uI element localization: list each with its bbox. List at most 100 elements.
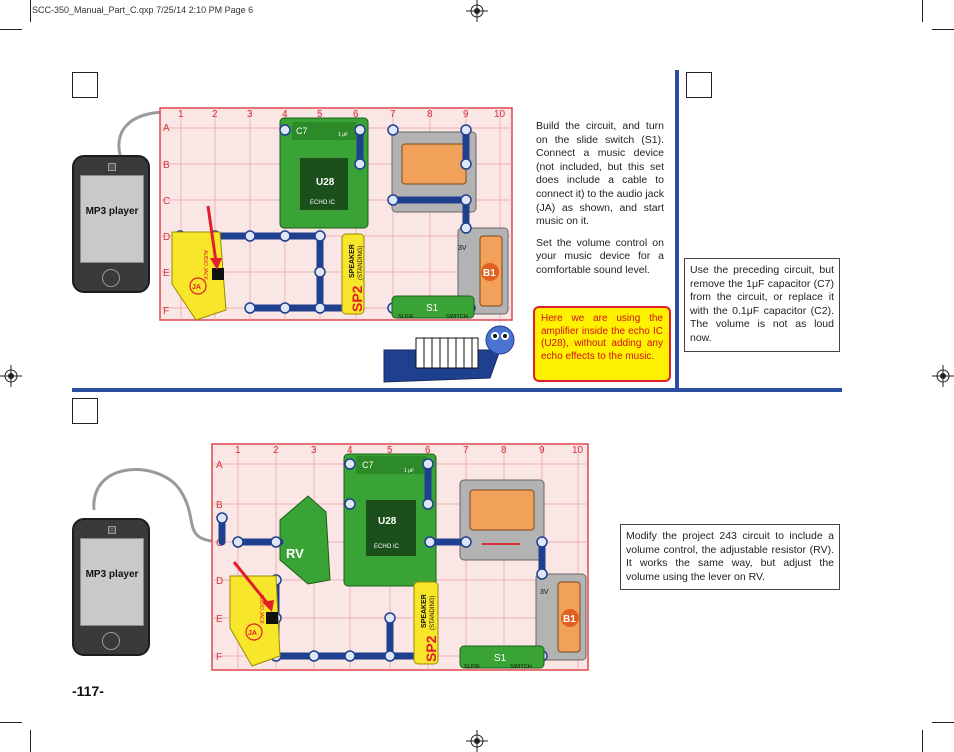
battery-holder <box>459 479 545 561</box>
svg-text:SP2: SP2 <box>423 635 439 662</box>
svg-text:B: B <box>216 500 223 511</box>
phone-speaker <box>108 163 116 171</box>
svg-text:U28: U28 <box>378 516 397 527</box>
svg-text:1: 1 <box>178 109 184 120</box>
echo-ic-u28: U28 ECHO IC C7 1 μF <box>343 453 437 587</box>
svg-text:3: 3 <box>311 445 317 456</box>
phone-home-button <box>102 269 120 287</box>
project-number-box <box>72 398 98 424</box>
crop-mark <box>0 722 22 723</box>
crop-mark <box>30 730 31 752</box>
section-divider <box>72 388 842 392</box>
svg-text:4: 4 <box>282 109 288 120</box>
svg-text:SWITCH: SWITCH <box>446 314 468 320</box>
svg-text:D: D <box>216 576 223 587</box>
echo-ic-u28: U28 ECHO IC C7 1 μF <box>279 117 369 229</box>
bottom-instructions: Modify the project 243 circuit to includ… <box>620 524 840 591</box>
speaker-sp2: SP2 SPEAKER (STANDING) <box>341 233 365 315</box>
crop-mark <box>932 722 954 723</box>
mp3-player-label: MP3 player <box>85 206 139 217</box>
svg-text:AUDIO JACK: AUDIO JACK <box>202 250 208 281</box>
svg-text:5: 5 <box>317 109 323 120</box>
phone-speaker <box>108 526 116 534</box>
svg-text:1 μF: 1 μF <box>338 132 348 138</box>
svg-text:F: F <box>216 652 222 663</box>
svg-text:E: E <box>216 614 223 625</box>
project-number-box <box>686 72 712 98</box>
svg-text:SPEAKER: SPEAKER <box>349 244 356 278</box>
svg-text:8: 8 <box>427 109 433 120</box>
svg-text:B1: B1 <box>483 268 496 279</box>
page-number: -117- <box>72 683 104 699</box>
svg-text:9: 9 <box>539 445 545 456</box>
svg-text:SLIDE: SLIDE <box>398 314 414 320</box>
file-slug: SCC-350_Manual_Part_C.qxp 7/25/14 2:10 P… <box>32 5 254 15</box>
svg-text:JA: JA <box>248 630 257 637</box>
svg-text:SPEAKER: SPEAKER <box>421 594 428 628</box>
battery-b1: B1 3V <box>457 227 509 315</box>
registration-mark-icon <box>0 365 22 387</box>
mascot-icon <box>485 325 515 355</box>
svg-text:10: 10 <box>572 445 584 456</box>
svg-text:SP2: SP2 <box>349 285 365 312</box>
svg-text:RV: RV <box>286 546 304 561</box>
svg-text:10: 10 <box>494 109 506 120</box>
svg-text:9: 9 <box>463 109 469 120</box>
slide-switch-s1: S1 SLIDE SWITCH <box>459 645 545 670</box>
svg-text:SLIDE: SLIDE <box>464 664 480 670</box>
crop-mark <box>922 0 923 22</box>
svg-text:(STANDING): (STANDING) <box>430 595 436 630</box>
audio-jack-ja: JA AUDIO JACK <box>229 575 281 667</box>
slide-switch-s1: S1 SLIDE SWITCH <box>391 295 475 320</box>
mp3-player: MP3 player <box>72 518 150 656</box>
svg-text:S1: S1 <box>494 653 507 664</box>
phone-home-button <box>102 632 120 650</box>
echo-note: Here we are using the amplifier inside t… <box>533 306 671 382</box>
svg-text:F: F <box>163 306 169 317</box>
instructions-paragraph: Build the circuit, and turn on the slide… <box>536 120 664 228</box>
phone-screen: MP3 player <box>80 175 144 263</box>
registration-mark-icon <box>466 730 488 752</box>
svg-text:2: 2 <box>273 445 279 456</box>
svg-text:3: 3 <box>247 109 253 120</box>
project-number-box <box>72 72 98 98</box>
svg-text:ECHO IC: ECHO IC <box>310 200 336 206</box>
svg-text:C: C <box>163 196 170 207</box>
adjustable-resistor-rv: RV <box>279 495 331 585</box>
svg-text:B: B <box>163 160 170 171</box>
svg-text:B1: B1 <box>563 614 576 625</box>
crop-mark <box>932 29 954 30</box>
crop-mark <box>30 0 31 22</box>
svg-text:6: 6 <box>425 445 431 456</box>
registration-mark-icon <box>932 365 954 387</box>
crop-mark <box>922 730 923 752</box>
svg-text:6: 6 <box>353 109 359 120</box>
svg-text:A: A <box>163 123 170 134</box>
svg-text:C7: C7 <box>362 460 374 470</box>
instructions-paragraph: Set the volume control on your music dev… <box>536 236 664 276</box>
right-instructions: Use the preceding circuit, but remove th… <box>684 258 840 352</box>
svg-text:U28: U28 <box>316 177 335 188</box>
svg-text:4: 4 <box>347 445 353 456</box>
arrow-icon <box>232 561 274 612</box>
svg-text:C7: C7 <box>296 126 308 136</box>
svg-text:1 μF: 1 μF <box>404 468 414 474</box>
crop-mark <box>0 29 22 30</box>
piano-keyboard-icon <box>383 337 501 383</box>
svg-text:7: 7 <box>390 109 396 120</box>
battery-b1: B1 3V <box>535 573 587 661</box>
column-divider <box>675 70 679 390</box>
svg-text:7: 7 <box>463 445 469 456</box>
audio-cable <box>92 468 232 544</box>
svg-text:E: E <box>163 268 170 279</box>
svg-text:2: 2 <box>212 109 218 120</box>
svg-text:AUDIO JACK: AUDIO JACK <box>258 594 264 625</box>
svg-text:8: 8 <box>501 445 507 456</box>
speaker-sp2: SP2 SPEAKER (STANDING) <box>413 581 439 665</box>
top-instructions: Build the circuit, and turn on the slide… <box>536 120 664 286</box>
audio-jack-ja: JA AUDIO JACK <box>171 231 227 321</box>
